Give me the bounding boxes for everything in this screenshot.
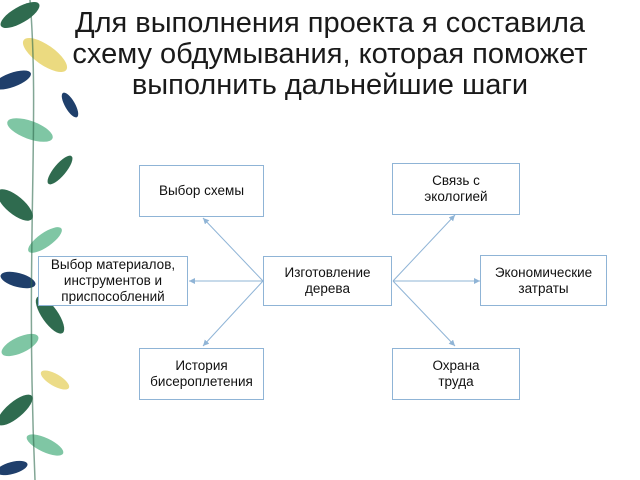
node-history: История бисероплетения — [139, 348, 264, 400]
node-materials-label: Выбор материалов, инструментов и приспос… — [50, 257, 176, 304]
arrow-to-ecology — [392, 214, 456, 282]
arrow-to-scheme — [202, 217, 264, 282]
node-center: Изготовление дерева — [263, 256, 392, 306]
arrow-to-safety — [392, 280, 456, 347]
node-ecology-label: Связь с экологией — [424, 173, 488, 204]
node-history-label: История бисероплетения — [150, 358, 253, 389]
node-safety-label: Охрана труда — [432, 358, 480, 389]
node-safety: Охрана труда — [392, 348, 520, 400]
page-title: Для выполнения проекта я составила схему… — [72, 7, 588, 101]
node-materials: Выбор материалов, инструментов и приспос… — [38, 256, 188, 306]
arrow-to-history — [202, 280, 264, 347]
node-economics-label: Экономические затраты — [494, 264, 593, 296]
node-ecology: Связь с экологией — [392, 163, 520, 215]
node-economics: Экономические затраты — [480, 255, 607, 306]
node-scheme-label: Выбор схемы — [158, 183, 245, 198]
node-scheme: Выбор схемы — [139, 165, 264, 217]
node-center-label: Изготовление дерева — [284, 265, 371, 296]
